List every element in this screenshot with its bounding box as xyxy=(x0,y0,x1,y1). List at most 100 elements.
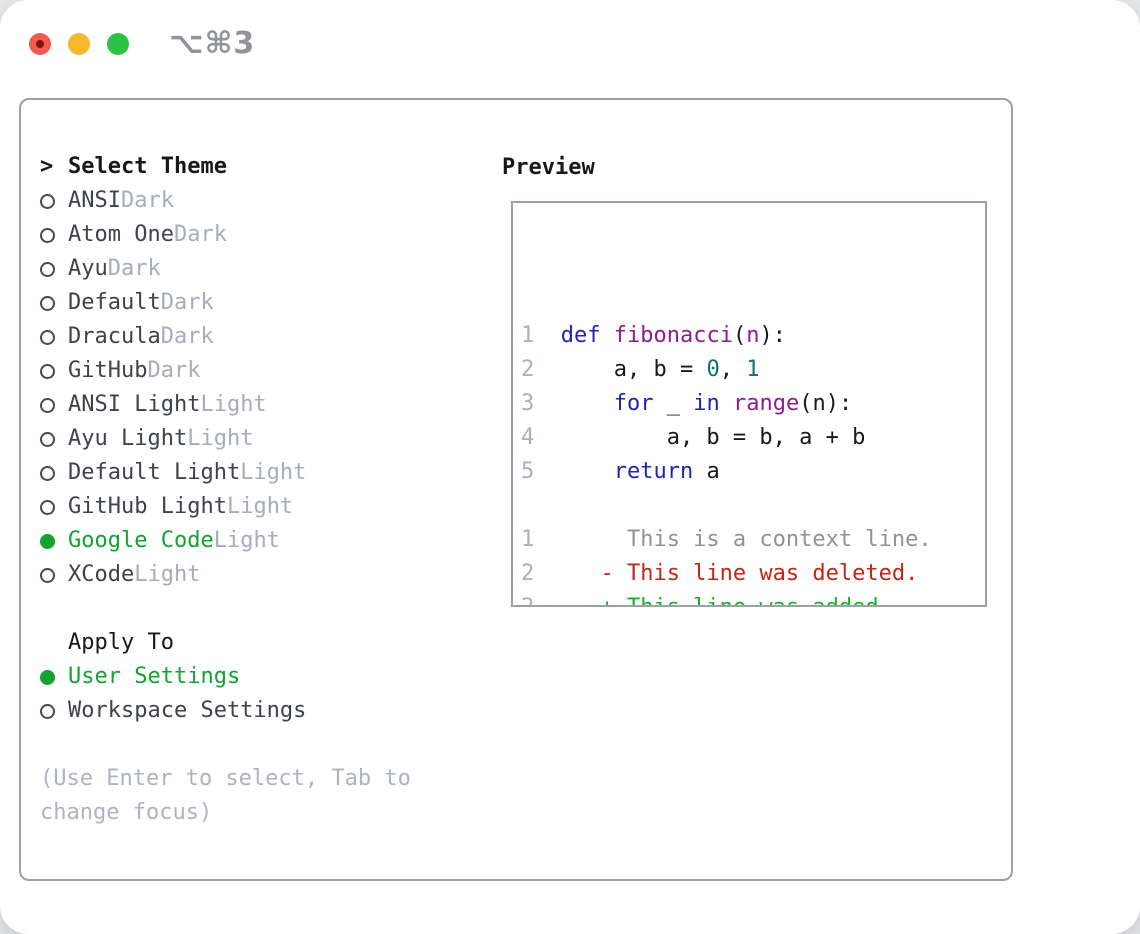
theme-option-github[interactable]: GitHub Dark xyxy=(40,354,480,388)
theme-variant-tag: Dark xyxy=(147,358,201,383)
code-segment xyxy=(600,323,613,348)
code-line: 2 a, b = 0, 1 xyxy=(521,353,985,387)
code-segment: n xyxy=(746,323,760,348)
spacer xyxy=(40,728,480,762)
theme-variant-tag: Light xyxy=(187,426,254,451)
code-segment: - This line was deleted. xyxy=(560,561,919,586)
theme-variant-tag: Dark xyxy=(107,256,161,281)
keyboard-hint: (Use Enter to select, Tab to change focu… xyxy=(40,766,411,825)
code-segment: fibonacci xyxy=(613,323,733,348)
select-theme-header-row: > Select Theme xyxy=(40,150,480,184)
code-segment: a xyxy=(693,459,720,484)
theme-variant-tag: Dark xyxy=(160,324,214,349)
radio-icon xyxy=(40,397,55,413)
radio-icon xyxy=(40,567,55,583)
theme-variant-tag: Dark xyxy=(120,188,174,213)
minimize-button[interactable] xyxy=(68,32,90,55)
radio-icon xyxy=(40,193,55,209)
zoom-button[interactable] xyxy=(107,32,129,55)
line-number: 3 xyxy=(521,391,535,416)
theme-name: Dracula xyxy=(68,324,161,349)
radio-selected-icon xyxy=(40,533,55,549)
code-segment: , xyxy=(719,357,747,382)
theme-name: Default Light xyxy=(68,460,241,485)
theme-name: Default xyxy=(68,290,161,315)
theme-name: ANSI Light xyxy=(68,392,201,417)
theme-name: Atom One xyxy=(68,222,174,247)
apply-option-label: User Settings xyxy=(68,664,241,689)
code-segment: a, b = b, a + b xyxy=(560,425,866,450)
theme-option-default[interactable]: Default Dark xyxy=(40,286,480,320)
apply-to-header-row: Apply To xyxy=(40,626,480,660)
theme-name: GitHub Light xyxy=(68,494,227,519)
code-line: 5 return a xyxy=(521,455,985,489)
close-button[interactable] xyxy=(29,32,51,55)
line-number: 1 xyxy=(521,527,535,552)
theme-variant-tag: Light xyxy=(240,460,307,485)
theme-option-github-light[interactable]: GitHub Light Light xyxy=(40,490,480,524)
radio-icon xyxy=(40,295,55,311)
code-segment xyxy=(561,459,614,484)
code-line: 4 a, b = b, a + b xyxy=(521,421,985,455)
radio-icon xyxy=(40,227,55,243)
code-segment: def xyxy=(560,323,601,348)
code-segment: _ xyxy=(653,391,694,416)
theme-option-ayu-light[interactable]: Ayu Light Light xyxy=(40,422,480,456)
code-segment xyxy=(720,391,733,416)
theme-variant-tag: Light xyxy=(226,494,294,519)
theme-name: ANSI xyxy=(68,188,121,213)
code-line: 2 - This line was deleted. xyxy=(521,557,985,591)
line-number: 2 xyxy=(521,357,535,382)
theme-name: GitHub xyxy=(68,358,148,383)
theme-option-atom-one[interactable]: Atom One Dark xyxy=(40,218,480,252)
theme-option-ansi[interactable]: ANSI Dark xyxy=(40,184,480,218)
theme-option-default-light[interactable]: Default Light Light xyxy=(40,456,480,490)
radio-icon xyxy=(40,465,55,481)
theme-option-ansi-light[interactable]: ANSI Light Light xyxy=(40,388,480,422)
code-line: 1 This is a context line. xyxy=(521,523,985,557)
code-segment: 0 xyxy=(706,357,720,382)
apply-option-workspace-settings[interactable]: Workspace Settings xyxy=(40,694,480,728)
code-segment: This is a context line. xyxy=(560,527,932,552)
code-segment: in xyxy=(693,391,720,416)
theme-variant-tag: Dark xyxy=(160,290,214,315)
line-number: 4 xyxy=(521,425,535,450)
radio-selected-icon xyxy=(40,669,55,685)
line-number: 1 xyxy=(521,323,535,348)
line-number: 5 xyxy=(521,459,535,484)
code-line: 2 + This line was added. xyxy=(521,591,985,605)
titlebar: ⌥⌘3 xyxy=(29,26,255,61)
code-line xyxy=(521,489,985,523)
code-segment: range xyxy=(732,391,800,416)
radio-icon xyxy=(40,431,55,447)
preview-header: Preview xyxy=(502,154,595,180)
theme-option-dracula[interactable]: Dracula Dark xyxy=(40,320,480,354)
select-theme-header: Select Theme xyxy=(68,154,227,179)
radio-icon xyxy=(40,703,55,719)
code-preview: 1 def fibonacci (n): 2 a, b = 0, 1 3 for _ i… xyxy=(521,319,985,605)
theme-option-google-code[interactable]: Google Code Light xyxy=(40,524,480,558)
theme-option-ayu[interactable]: Ayu Dark xyxy=(40,252,480,286)
code-segment: a, b = xyxy=(560,357,707,382)
code-segment: + This line was added. xyxy=(561,595,891,605)
close-dot-icon xyxy=(36,39,44,48)
theme-name: Ayu Light xyxy=(68,426,188,451)
apply-option-user-settings[interactable]: User Settings xyxy=(40,660,480,694)
theme-variant-tag: Light xyxy=(200,392,267,417)
apply-to-header: Apply To xyxy=(68,630,174,655)
theme-variant-tag: Light xyxy=(213,528,280,553)
code-segment: ): xyxy=(759,323,786,348)
theme-variant-tag: Dark xyxy=(173,222,227,247)
theme-variant-tag: Light xyxy=(134,562,201,587)
radio-icon xyxy=(40,363,55,379)
code-segment: for xyxy=(613,391,654,416)
code-segment: (n): xyxy=(799,391,853,416)
theme-option-xcode[interactable]: XCode Light xyxy=(40,558,480,592)
window-title: ⌥⌘3 xyxy=(169,26,256,61)
